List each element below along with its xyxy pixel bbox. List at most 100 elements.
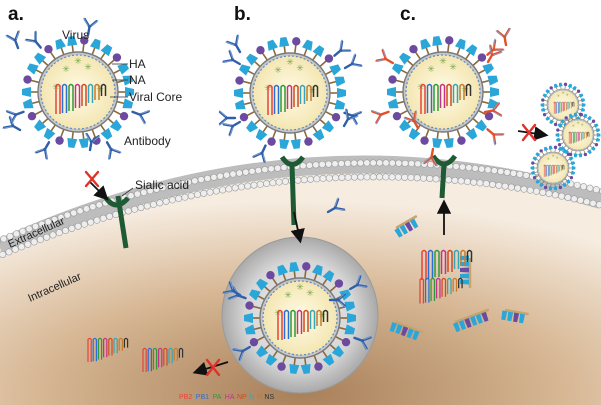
na-protein bbox=[292, 37, 301, 46]
na-protein bbox=[445, 36, 454, 45]
released-virus: ✳✳✳✳✳ bbox=[540, 82, 586, 128]
rna-segment bbox=[561, 101, 564, 112]
rna-segments bbox=[142, 347, 184, 373]
ha-protein bbox=[562, 182, 567, 188]
ha-protein bbox=[590, 145, 596, 151]
na-protein bbox=[542, 112, 547, 117]
ha-protein bbox=[553, 186, 558, 191]
ha-protein bbox=[125, 87, 134, 97]
virus-endosome: ✳✳✳✳✳ bbox=[227, 262, 373, 374]
na-protein bbox=[266, 271, 275, 280]
rna-segment bbox=[267, 84, 273, 115]
antibody-icon bbox=[105, 141, 122, 160]
rna-segment bbox=[273, 84, 280, 114]
na-protein bbox=[553, 122, 558, 127]
ha-protein bbox=[420, 38, 432, 50]
na-protein bbox=[591, 119, 596, 123]
antibody-icon bbox=[222, 49, 241, 66]
ha-protein bbox=[289, 262, 300, 272]
na-protein bbox=[256, 46, 265, 55]
ha-protein bbox=[234, 99, 246, 110]
antibody-icon bbox=[486, 44, 503, 64]
na-protein bbox=[576, 89, 581, 93]
label-na: NA bbox=[129, 73, 146, 87]
legend-segment: NS bbox=[264, 394, 274, 401]
rna-segment bbox=[466, 249, 473, 262]
rna-segment bbox=[87, 83, 94, 103]
ha-protein bbox=[560, 119, 566, 125]
rna-segment bbox=[173, 347, 179, 361]
rna-segment bbox=[312, 84, 319, 97]
ha-protein bbox=[573, 112, 578, 117]
na-protein bbox=[553, 145, 558, 150]
ha-protein bbox=[539, 182, 544, 188]
ha-protein bbox=[443, 138, 454, 148]
ha-protein bbox=[557, 146, 563, 152]
antibody-icon bbox=[2, 115, 22, 132]
na-protein bbox=[249, 337, 259, 347]
na-protein bbox=[119, 111, 129, 121]
na-protein bbox=[112, 53, 122, 62]
rna-segment bbox=[303, 309, 309, 332]
rna-segment bbox=[81, 83, 87, 106]
rna-segment bbox=[551, 164, 554, 175]
ha-protein bbox=[545, 115, 551, 121]
rna-segment bbox=[433, 83, 439, 111]
rna-segment bbox=[452, 83, 459, 103]
ha-protein bbox=[67, 36, 78, 46]
legend-segment: PA bbox=[213, 394, 222, 401]
svg-text:✳: ✳ bbox=[84, 63, 92, 73]
rna-segment bbox=[100, 83, 107, 96]
ha-protein bbox=[256, 278, 269, 291]
na-protein bbox=[578, 112, 583, 117]
na-protein bbox=[594, 142, 599, 147]
rna-segment bbox=[426, 83, 433, 113]
rna-segment bbox=[168, 347, 173, 364]
na-protein bbox=[557, 142, 562, 147]
rna-segment bbox=[568, 131, 572, 144]
ha-protein bbox=[535, 152, 541, 158]
ha-protein bbox=[581, 102, 586, 108]
rna-segment bbox=[562, 164, 565, 170]
antibody-icon bbox=[24, 30, 42, 49]
svg-text:✳: ✳ bbox=[318, 311, 326, 321]
ha-protein bbox=[279, 37, 290, 47]
na-protein bbox=[549, 86, 553, 90]
na-protein bbox=[392, 111, 402, 121]
na-protein bbox=[23, 75, 32, 84]
released-virus: ✳✳✳✳✳ bbox=[555, 112, 601, 158]
virus-a: ✳✳✳✳✳ bbox=[5, 17, 151, 160]
label-virus: Virus bbox=[62, 28, 89, 42]
ha-protein bbox=[265, 353, 278, 366]
rna-segment bbox=[559, 164, 562, 172]
antibody-icon bbox=[483, 101, 503, 117]
rna-segment bbox=[296, 309, 303, 334]
ha-protein bbox=[568, 156, 574, 162]
ha-protein bbox=[545, 89, 551, 95]
ha-protein bbox=[530, 170, 536, 175]
na-protein bbox=[235, 76, 244, 85]
rna-segment bbox=[97, 337, 103, 360]
ha-protein bbox=[432, 138, 443, 148]
rna-segment bbox=[430, 277, 436, 301]
rna-segment bbox=[439, 83, 446, 108]
rna-segment bbox=[460, 249, 466, 266]
na-protein bbox=[569, 175, 574, 180]
ha-protein bbox=[246, 120, 259, 133]
ha-protein bbox=[548, 145, 553, 150]
antibody-icon bbox=[34, 141, 51, 160]
rna-segment bbox=[158, 347, 163, 368]
svg-text:✳: ✳ bbox=[308, 86, 316, 96]
rna-segment bbox=[68, 83, 74, 111]
ha-protein bbox=[573, 153, 578, 158]
ha-protein bbox=[321, 120, 334, 133]
rna-segment bbox=[549, 164, 552, 176]
antibody-icon bbox=[5, 109, 25, 125]
ha-protein bbox=[109, 119, 122, 132]
legend-segment: PB2 bbox=[179, 394, 192, 401]
antibody-icon bbox=[222, 120, 241, 137]
svg-text:✳: ✳ bbox=[96, 85, 104, 95]
ha-protein bbox=[595, 137, 601, 142]
svg-text:✳: ✳ bbox=[557, 94, 560, 98]
